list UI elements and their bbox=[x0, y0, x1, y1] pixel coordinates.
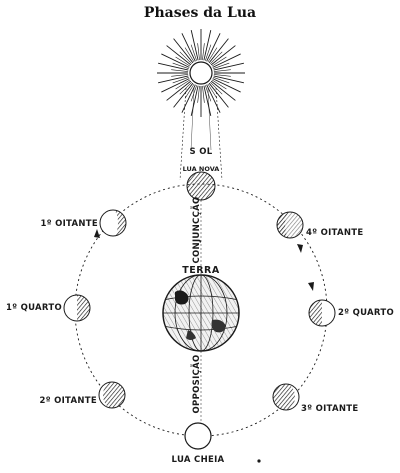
label-first-quarter: 1º QUARTO bbox=[6, 303, 62, 313]
sun-ray bbox=[207, 83, 218, 99]
sun-ray bbox=[158, 75, 189, 84]
sun-ray bbox=[213, 74, 231, 77]
sun-ray bbox=[190, 44, 197, 61]
orbit-arrow-icon bbox=[94, 229, 100, 238]
sun-ray bbox=[181, 84, 196, 113]
sun-ray bbox=[190, 85, 199, 116]
sun-icon bbox=[189, 61, 213, 85]
sun-ray bbox=[211, 79, 227, 90]
sun-ray bbox=[203, 30, 212, 61]
sun-ray bbox=[184, 47, 195, 63]
sun-ray bbox=[197, 43, 200, 61]
sun-ray bbox=[175, 56, 191, 67]
sun-ray bbox=[206, 84, 221, 113]
sun-ray bbox=[213, 69, 231, 72]
sun-ray bbox=[213, 62, 230, 69]
sun-ray bbox=[211, 56, 227, 67]
label-second-quarter: 2º QUARTO bbox=[338, 308, 394, 318]
sun-ray bbox=[208, 38, 229, 64]
sun-ray bbox=[171, 69, 189, 72]
sun-ray bbox=[172, 77, 189, 84]
sun-ray bbox=[213, 62, 244, 71]
sun-ray bbox=[184, 83, 195, 99]
sun-ray bbox=[190, 30, 199, 61]
label-fourth-octant: 4º OITANTE bbox=[306, 228, 364, 238]
sun-ray bbox=[175, 79, 191, 90]
sun-rays bbox=[157, 29, 245, 117]
sun-ray bbox=[209, 51, 223, 65]
label-first-octant: 1º OITANTE bbox=[41, 219, 99, 229]
sun-ray bbox=[210, 80, 236, 101]
sun-ray bbox=[212, 78, 241, 93]
sun-ray bbox=[173, 38, 194, 64]
diagram-title: Phases da Lua bbox=[143, 5, 257, 21]
label-sun: S OL bbox=[190, 147, 213, 157]
sun-ray bbox=[207, 47, 218, 63]
orbit-arrow-icon bbox=[308, 282, 314, 291]
label-earth: TERRA bbox=[182, 265, 220, 276]
label-conjunction: CONJUNCÇÃO bbox=[191, 196, 202, 263]
sun-ray bbox=[206, 33, 221, 62]
moon-first-octant bbox=[99, 209, 127, 237]
label-opposition: OPPOSIÇÃO bbox=[191, 355, 202, 414]
sun-ray bbox=[158, 62, 189, 71]
sunlight-cone bbox=[179, 87, 223, 181]
sun-ray bbox=[213, 77, 230, 84]
sun-ray bbox=[173, 82, 194, 108]
sun-ray bbox=[205, 44, 212, 61]
sun-ray bbox=[172, 62, 189, 69]
sun-ray bbox=[212, 53, 241, 68]
sun-ray bbox=[171, 74, 189, 77]
earth-globe bbox=[162, 274, 240, 352]
sun-ray bbox=[197, 85, 200, 103]
moon-fourth-octant bbox=[276, 211, 304, 239]
sun-ray bbox=[202, 85, 205, 103]
moon-second-quarter bbox=[308, 299, 336, 327]
label-second-octant: 2º OITANTE bbox=[40, 396, 98, 406]
sun-ray bbox=[166, 80, 192, 101]
printer-mark bbox=[257, 459, 261, 463]
moon-first-quarter bbox=[63, 294, 91, 322]
label-full-moon: LUA CHEIA bbox=[172, 455, 225, 465]
sun-ray bbox=[213, 75, 244, 84]
moon-new bbox=[186, 171, 216, 201]
moon-second-octant bbox=[98, 381, 126, 409]
sun-ray bbox=[161, 53, 190, 68]
label-third-octant: 3º OITANTE bbox=[301, 404, 359, 414]
sun-ray bbox=[179, 51, 193, 65]
orbit-arrow-icon bbox=[297, 244, 303, 253]
moon-full bbox=[184, 422, 212, 450]
sun-ray bbox=[161, 78, 190, 93]
moon-third-octant bbox=[272, 383, 300, 411]
sun-ray bbox=[208, 82, 229, 108]
sun-ray bbox=[203, 85, 212, 116]
label-new-moon: LUA NOVA bbox=[183, 165, 220, 173]
sun-ray bbox=[210, 45, 236, 66]
sun-ray bbox=[166, 45, 192, 66]
sun-ray bbox=[202, 43, 205, 61]
sun-ray bbox=[181, 33, 196, 62]
